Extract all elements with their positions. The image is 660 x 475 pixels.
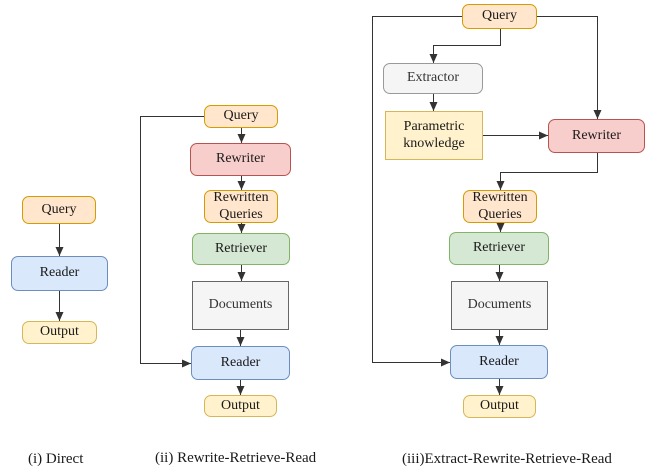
- d2-documents-node: Documents: [192, 281, 289, 330]
- d2-output-node: Output: [204, 395, 277, 417]
- d3-query-node: Query: [462, 4, 537, 29]
- d2-reader-node: Reader: [191, 346, 290, 380]
- d2-retriever-node: Retriever: [192, 233, 290, 265]
- caption-extract-rewrite-retrieve-read: (iii)Extract-Rewrite-Retrieve-Read: [402, 451, 612, 467]
- d3-output-node: Output: [463, 395, 536, 418]
- d1-query-node: Query: [22, 196, 96, 224]
- d3-documents-node: Documents: [451, 281, 548, 330]
- caption-direct: (i) Direct: [28, 451, 84, 467]
- d3-parametric-knowledge-node: Parametric knowledge: [385, 111, 483, 160]
- edge-d3-rewriter-rewrittenqueries: [496, 153, 598, 190]
- d3-retriever-node: Retriever: [449, 232, 549, 265]
- d3-rewritten-queries-node: Rewritten Queries: [463, 190, 537, 223]
- d3-extractor-node: Extractor: [383, 63, 483, 94]
- d2-rewritten-queries-node: Rewritten Queries: [204, 190, 278, 223]
- d2-query-node: Query: [204, 105, 278, 128]
- d1-reader-node: Reader: [11, 256, 108, 291]
- d3-rewriter-node: Rewriter: [548, 119, 645, 153]
- d3-reader-node: Reader: [450, 345, 548, 379]
- d1-output-node: Output: [22, 321, 97, 344]
- edge-d3-query-rewriter: [537, 16, 602, 119]
- edge-d3-query-extractor: [429, 29, 501, 63]
- d2-rewriter-node: Rewriter: [190, 143, 291, 176]
- caption-rewrite-retrieve-read: (ii) Rewrite-Retrieve-Read: [155, 450, 317, 466]
